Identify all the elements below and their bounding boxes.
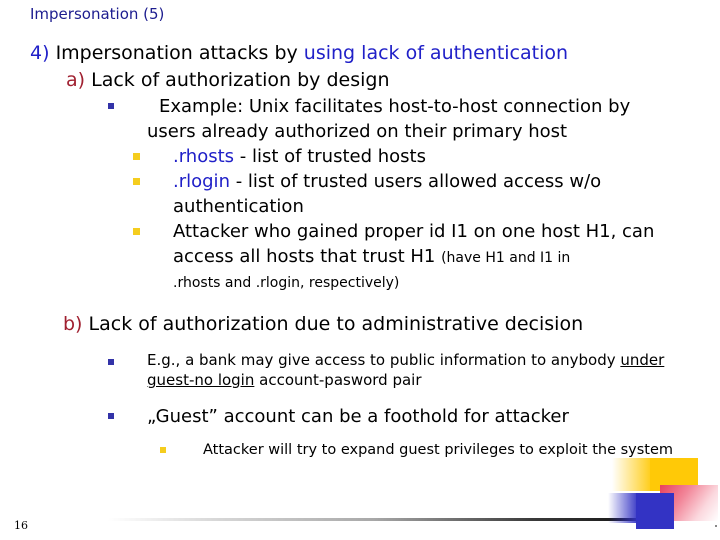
example-line-2: users already authorized on their primar… bbox=[147, 121, 568, 142]
decorative-corner-graphic bbox=[608, 458, 720, 540]
item-4-text-blue: using lack of authentication bbox=[303, 42, 569, 64]
bullet-item-4: 4) Impersonation attacks by using lack o… bbox=[30, 40, 700, 67]
rlogin-term: .rlogin bbox=[173, 171, 230, 192]
guest-text: „Guest” account can be a foothold for at… bbox=[147, 406, 569, 427]
bullet-item-attacker-id: Attacker who gained proper id I1 on one … bbox=[133, 219, 696, 294]
deco-blue-rectangle bbox=[636, 493, 674, 529]
bullet-item-rhosts: .rhosts - list of trusted hosts bbox=[133, 144, 696, 169]
square-bullet-icon bbox=[133, 153, 140, 160]
deco-dot bbox=[715, 525, 717, 527]
expand-text: Attacker will try to expand guest privil… bbox=[203, 442, 674, 458]
attacker-main-text: Attacker who gained proper id I1 on one … bbox=[173, 221, 655, 267]
attacker-note-part-2: .rhosts and .rlogin, respectively) bbox=[173, 275, 400, 291]
item-a-text: Lack of authorization by design bbox=[91, 69, 390, 91]
bullet-item-bank-example: E.g., a bank may give access to public i… bbox=[108, 350, 698, 390]
deco-pink-gradient-rectangle bbox=[660, 485, 718, 521]
bullet-item-example: Example: Unix facilitates host-to-host c… bbox=[108, 94, 698, 144]
item-4-text-black: Impersonation attacks by bbox=[55, 42, 304, 64]
square-bullet-icon bbox=[108, 103, 114, 109]
rlogin-description: - list of trusted users allowed access w… bbox=[173, 171, 602, 217]
square-bullet-icon bbox=[108, 413, 114, 419]
page-number: 16 bbox=[14, 519, 28, 532]
bank-text-pre: E.g., a bank may give access to public i… bbox=[147, 351, 621, 369]
deco-gold-rectangle bbox=[650, 458, 698, 491]
footer-divider-line bbox=[108, 518, 698, 521]
list-marker-a: a) bbox=[66, 69, 86, 91]
bank-text-post: account-pasword pair bbox=[254, 371, 422, 389]
page-title: Impersonation (5) bbox=[30, 5, 165, 23]
deco-gold-gradient-shape bbox=[612, 458, 652, 491]
list-marker-4: 4) bbox=[30, 42, 50, 64]
bullet-item-b: b) Lack of authorization due to administ… bbox=[63, 311, 700, 338]
square-bullet-icon bbox=[133, 228, 140, 235]
rhosts-description: - list of trusted hosts bbox=[234, 146, 426, 167]
item-b-text: Lack of authorization due to administrat… bbox=[88, 313, 584, 335]
bullet-item-a: a) Lack of authorization by design bbox=[66, 67, 700, 94]
slide-body: 4) Impersonation attacks by using lack o… bbox=[0, 40, 720, 460]
square-bullet-icon bbox=[133, 178, 140, 185]
bullet-item-guest-account: „Guest” account can be a foothold for at… bbox=[108, 404, 698, 429]
list-marker-b: b) bbox=[63, 313, 83, 335]
bullet-item-rlogin: .rlogin - list of trusted users allowed … bbox=[133, 169, 696, 219]
bank-text-underlined: under guest-no login bbox=[147, 351, 665, 389]
square-bullet-icon bbox=[108, 359, 114, 365]
bullet-item-expand-privileges: Attacker will try to expand guest privil… bbox=[160, 440, 696, 460]
square-bullet-icon bbox=[160, 447, 166, 453]
rhosts-term: .rhosts bbox=[173, 146, 235, 167]
attacker-note-part-1: (have H1 and I1 in bbox=[441, 250, 571, 266]
example-line-1: Example: Unix facilitates host-to-host c… bbox=[159, 96, 631, 117]
